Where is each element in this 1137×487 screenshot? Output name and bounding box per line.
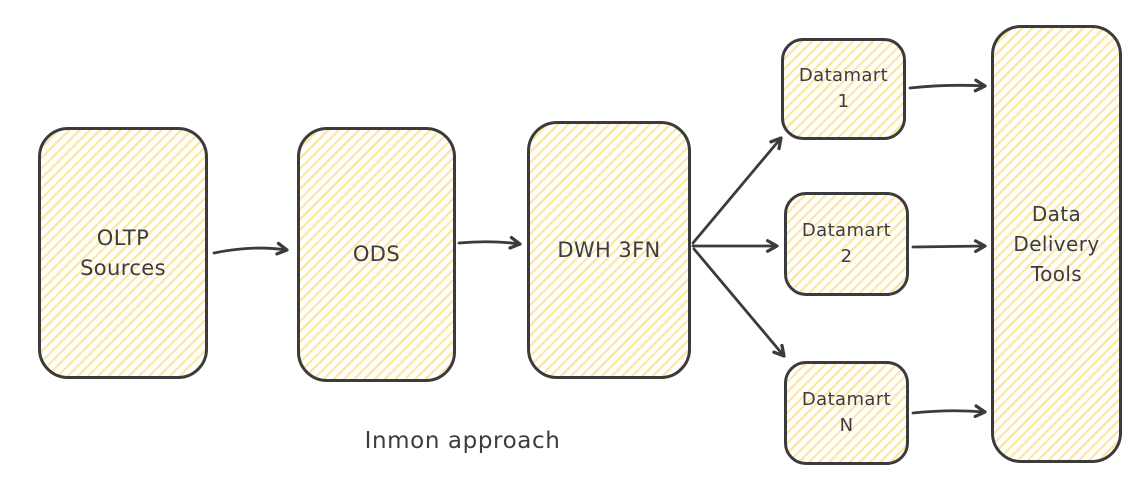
node-dwh-3fn: DWH 3FN	[527, 121, 691, 379]
arrow-oltp-to-ods	[212, 241, 289, 256]
node-label-line: Tools	[1030, 262, 1083, 286]
node-label-line: ODS	[352, 242, 401, 267]
arrow-datamart-n-to-delivery	[911, 404, 987, 419]
arrow-datamart-1-to-delivery	[908, 78, 987, 93]
node-label-line: 2	[840, 246, 853, 267]
node-label-line: OLTP	[96, 225, 150, 250]
diagram-caption: Inmon approach	[364, 428, 561, 454]
node-label-line: Datamart	[801, 388, 892, 410]
node-oltp-sources: OLTP Sources	[38, 127, 208, 379]
node-datamart-1: Datamart 1	[781, 38, 906, 140]
node-data-delivery-tools: Data Delivery Tools	[991, 25, 1122, 463]
node-label-line: Delivery	[1013, 232, 1100, 256]
node-label-line: 1	[837, 91, 850, 112]
node-label-line: Sources	[80, 256, 166, 280]
node-datamart-2: Datamart 2	[784, 192, 909, 296]
arrow-dwh-to-datamart-n	[692, 247, 786, 358]
node-label-line: Data	[1031, 202, 1082, 226]
arrow-dwh-to-datamart-1	[691, 136, 783, 245]
arrow-ods-to-dwh	[457, 235, 522, 250]
node-ods: ODS	[297, 127, 456, 382]
node-label-line: DWH 3FN	[557, 237, 661, 262]
node-label-line: Datamart	[798, 64, 889, 86]
node-datamart-n: Datamart N	[784, 361, 909, 465]
node-label-line: N	[839, 415, 854, 436]
arrow-datamart-2-to-delivery	[911, 239, 987, 254]
node-label-line: Datamart	[801, 219, 892, 241]
